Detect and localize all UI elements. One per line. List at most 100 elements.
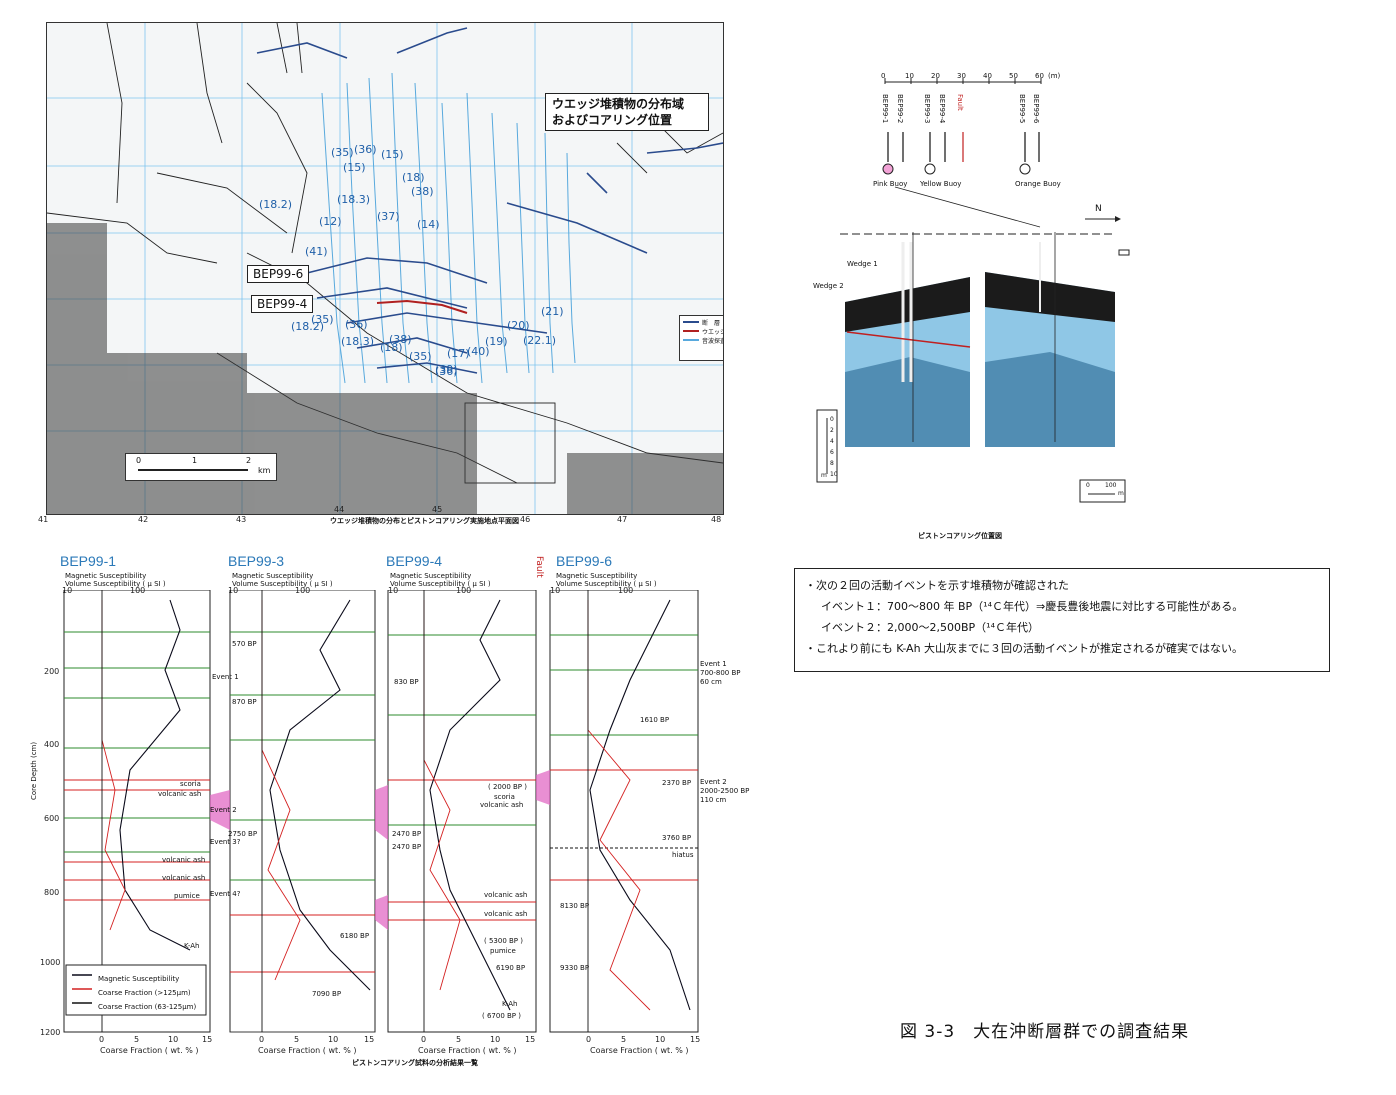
urban-area bbox=[47, 223, 723, 514]
buoy-label-pink: Pink Buoy bbox=[873, 180, 908, 188]
bottom-tick: 15 bbox=[364, 1035, 375, 1044]
section-core-label: BEP99-4 bbox=[938, 94, 946, 124]
depth-label: (18.2) bbox=[291, 320, 324, 333]
seismic-section-figure: 0 10 20 30 40 50 60 (m) BEP99-1 BEP99-2 … bbox=[785, 72, 1130, 512]
summary-line-2: イベント１：700～800 年 BP（¹⁴Ｃ年代）⇒慶長豊後地震に対比する可能性… bbox=[821, 600, 1244, 613]
bottom-label-6: Coarse Fraction ( wt. % ) bbox=[590, 1046, 689, 1055]
event-label: Event 4? bbox=[210, 890, 241, 898]
log-title-1: BEP99-1 bbox=[60, 553, 117, 569]
bottom-tick: 10 bbox=[490, 1035, 501, 1044]
map-callout-line2: およびコアリング位置 bbox=[552, 113, 673, 127]
section-scale-tick-0: 0 bbox=[881, 72, 886, 80]
p6-annot: 9330 BP bbox=[560, 964, 590, 972]
p1-annot: volcanic ash bbox=[158, 790, 202, 798]
depth-label: (15) bbox=[343, 161, 366, 174]
section-core-label: BEP99-5 bbox=[1018, 94, 1026, 124]
hscale-0: 0 bbox=[1086, 482, 1090, 489]
p4-annot: volcanic ash bbox=[484, 891, 528, 899]
map-x-tick: 47 bbox=[617, 515, 628, 524]
p1-annot: volcanic ash bbox=[162, 874, 206, 882]
depth-label: (15) bbox=[381, 148, 404, 161]
legend-fine: Coarse Fraction (63-125μm) bbox=[98, 1003, 197, 1011]
bottom-label-4: Coarse Fraction ( wt. % ) bbox=[418, 1046, 517, 1055]
p4-annot: ( 2000 BP ) bbox=[488, 783, 527, 791]
summary-line-1: ・次の２回の活動イベントを示す堆積物が確認された bbox=[805, 579, 1069, 592]
north-label: N bbox=[1095, 204, 1102, 214]
depth-label: (18) bbox=[380, 341, 403, 354]
map-x-tick: 42 bbox=[138, 515, 149, 524]
y-tick-1200: 1200 bbox=[40, 1028, 61, 1037]
depth-label: (39) bbox=[435, 363, 458, 376]
red-horizons bbox=[64, 769, 698, 973]
top-tick: 10 bbox=[550, 586, 561, 595]
y-tick-800: 800 bbox=[44, 888, 60, 897]
vertical-scale-unit: m bbox=[821, 472, 827, 479]
depth-label: (22.1) bbox=[523, 334, 556, 347]
p4-annot: 2470 BP bbox=[392, 830, 422, 838]
section-scale-tick-60: 60 bbox=[1035, 72, 1044, 80]
wedge-line bbox=[376, 299, 468, 314]
section-core-label: BEP99-6 bbox=[1032, 94, 1040, 124]
bottom-tick: 15 bbox=[202, 1035, 213, 1044]
bottom-tick: 0 bbox=[586, 1035, 592, 1044]
p3-annot: 570 BP bbox=[232, 640, 257, 648]
summary-line-3: イベント２：2,000～2,500BP（¹⁴Ｃ年代） bbox=[821, 621, 1039, 634]
bottom-tick: 5 bbox=[621, 1035, 627, 1044]
depth-label: (41) bbox=[305, 245, 328, 258]
p6-annot: 3760 BP bbox=[662, 834, 692, 842]
bottom-tick: 15 bbox=[525, 1035, 536, 1044]
hscale-unit: m bbox=[1118, 490, 1124, 497]
p6-annot: hiatus bbox=[672, 851, 694, 859]
p1-annot: volcanic ash bbox=[162, 856, 206, 864]
scale-line bbox=[138, 469, 248, 471]
bottom-tick: 5 bbox=[456, 1035, 462, 1044]
bottom-tick: 0 bbox=[421, 1035, 427, 1044]
buoy-label-yellow: Yellow Buoy bbox=[920, 180, 962, 188]
section-graphic bbox=[816, 78, 1130, 503]
depth-label: (35) bbox=[409, 350, 432, 363]
section-scale-unit: (m) bbox=[1048, 72, 1061, 80]
depth-label: (18.3) bbox=[341, 335, 374, 348]
scale-tick-0: 0 bbox=[136, 456, 142, 465]
top-tick: 100 bbox=[618, 586, 634, 595]
green-horizons bbox=[64, 631, 698, 881]
y-tick-1000: 1000 bbox=[40, 958, 61, 967]
bottom-tick: 10 bbox=[655, 1035, 666, 1044]
legend-mag: Magnetic Susceptibility bbox=[98, 975, 180, 983]
event-wedges bbox=[210, 770, 550, 930]
coarse-label: Coarse Fraction bbox=[258, 1046, 321, 1055]
p3-annot: 7090 BP bbox=[312, 990, 342, 998]
p6-annot: 1610 BP bbox=[640, 716, 670, 724]
event-label: Event 2 bbox=[210, 806, 237, 814]
sub1: Magnetic Susceptibility bbox=[390, 572, 472, 580]
p4-annot: ( 6700 BP ) bbox=[482, 1012, 521, 1020]
p6-annot: 2000-2500 BP bbox=[700, 787, 750, 795]
depth-label: (19) bbox=[485, 335, 508, 348]
bottom-label-3: Coarse Fraction ( wt. % ) bbox=[258, 1046, 357, 1055]
summary-box: ・次の２回の活動イベントを示す堆積物が確認された イベント１：700～800 年… bbox=[794, 568, 1330, 672]
figure-caption: 図 3-3 大在沖断層群での調査結果 bbox=[900, 1022, 1190, 1042]
depth-label: (38) bbox=[411, 185, 434, 198]
legend-fault-label: 断 層 bbox=[702, 320, 721, 327]
vscale-0: 0 bbox=[830, 416, 834, 423]
depth-label: (17) bbox=[447, 347, 470, 360]
wedge1-label: Wedge 1 bbox=[847, 260, 878, 268]
scale-unit: km bbox=[258, 466, 271, 475]
p1-annot: K-Ah bbox=[184, 942, 200, 950]
top-tick: 100 bbox=[295, 586, 311, 595]
vscale-4: 4 bbox=[830, 438, 834, 445]
p4-annot: volcanic ash bbox=[484, 910, 528, 918]
map-x-tick: 41 bbox=[38, 515, 49, 524]
y-tick-400: 400 bbox=[44, 740, 60, 749]
event-label: Event 1 bbox=[212, 673, 239, 681]
bottom-tick: 5 bbox=[294, 1035, 300, 1044]
log-legend-text: Magnetic Susceptibility Coarse Fraction … bbox=[98, 972, 196, 1014]
depth-label: (21) bbox=[541, 305, 564, 318]
section-fault-label: Fault bbox=[956, 94, 964, 111]
depth-label: (40) bbox=[467, 345, 490, 358]
depth-label: (36) bbox=[435, 365, 458, 378]
fault-lines bbox=[256, 27, 723, 374]
top-tick: 100 bbox=[130, 586, 146, 595]
